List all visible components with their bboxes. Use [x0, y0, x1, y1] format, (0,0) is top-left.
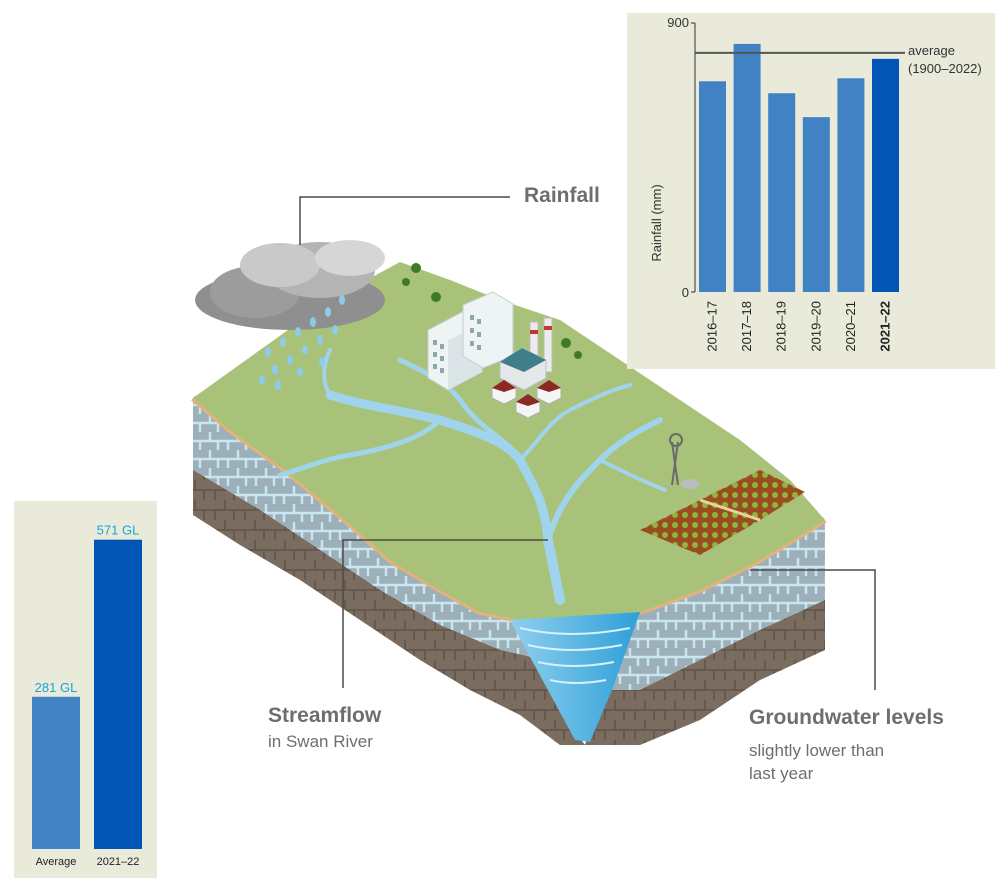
rainfall-x-tick-label: 2019–20 [808, 301, 823, 352]
trees [402, 263, 582, 359]
rainfall-bar [802, 117, 830, 293]
average-label: average [908, 43, 955, 58]
average-period-label: (1900–2022) [908, 61, 982, 76]
river-channel [510, 612, 640, 742]
streamflow-bar [94, 539, 142, 849]
y-axis-label: Rainfall (mm) [649, 184, 664, 261]
streamflow-value-label: 281 GL [35, 680, 78, 695]
rainfall-x-tick-label: 2020–21 [843, 301, 858, 352]
rainfall-bar [872, 58, 899, 292]
rainfall-x-tick-label: 2021–22 [878, 301, 893, 352]
windmill-icon [669, 433, 699, 489]
streamflow-sublabel: in Swan River [268, 732, 373, 751]
rainfall-bar [733, 43, 761, 292]
streamflow-label: Streamflow [268, 704, 382, 727]
city-buildings [427, 291, 562, 419]
rainfall-x-tick-label: 2017–18 [739, 301, 754, 352]
rainfall-chart-panel: Rainfall (mm) 900 0 average (1900–2022) … [627, 13, 995, 369]
leader-lines [299, 196, 876, 690]
rainfall-chart: Rainfall (mm) 900 0 average (1900–2022) … [649, 15, 982, 352]
rainfall-bar [837, 78, 865, 293]
rainfall-bar [768, 93, 796, 292]
rainfall-x-tick-label: 2016–17 [705, 301, 720, 352]
streamflow-x-tick-label: 2021–22 [97, 856, 140, 868]
rain-cloud-icon [195, 240, 385, 330]
river-network [277, 348, 667, 605]
rainfall-x-tick-label: 2018–19 [774, 301, 789, 352]
y-tick-bottom: 0 [682, 285, 689, 300]
rainfall-bar [699, 81, 726, 293]
streamflow-x-tick-label: Average [36, 856, 77, 868]
streamflow-chart-panel: 281 GL 571 GL Average 2021–22 [14, 501, 157, 878]
farm-fields [640, 470, 805, 555]
y-tick-top: 900 [667, 15, 689, 30]
rainfall-label: Rainfall [524, 184, 600, 207]
groundwater-sublabel-2: last year [749, 764, 814, 783]
groundwater-label: Groundwater levels [749, 706, 944, 729]
streamflow-chart: 281 GL 571 GL Average 2021–22 [32, 523, 142, 868]
streamflow-bar [32, 696, 80, 849]
rain-drops [259, 295, 345, 390]
groundwater-sublabel-1: slightly lower than [749, 741, 885, 760]
streamflow-value-label: 571 GL [97, 523, 140, 538]
